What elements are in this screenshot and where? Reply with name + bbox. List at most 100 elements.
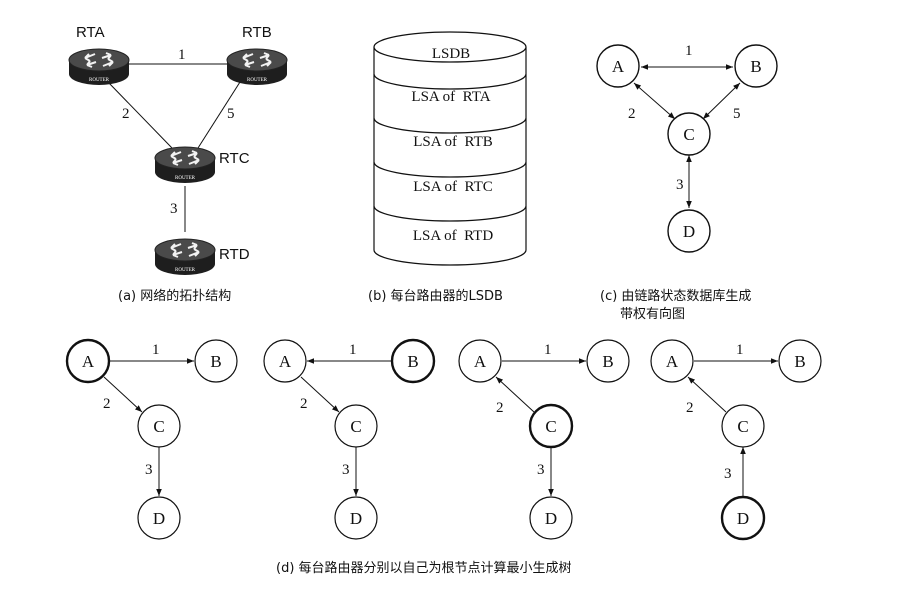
- link-cost-bc: 5: [227, 106, 235, 122]
- edge-b-c: [702, 82, 741, 120]
- tree-node-a-label: A: [82, 352, 95, 371]
- graph-node-c-label: C: [683, 125, 694, 144]
- router-badge: ROUTER: [175, 176, 196, 181]
- tree-node-b-label: B: [602, 352, 613, 371]
- tree-node-a-label: A: [474, 352, 487, 371]
- lsdb-cylinder-top: [373, 31, 527, 63]
- tree-weight-ac: 2: [686, 400, 694, 416]
- tree-node-d-label: D: [350, 509, 362, 528]
- spt-root-a: A B C D 1 2 3: [65, 338, 238, 540]
- tree-weight-ab: 1: [736, 342, 744, 358]
- router-label-rtb: RTB: [242, 24, 272, 41]
- lsa-rta: LSA of RTA: [411, 89, 490, 105]
- tree-node-b: [778, 339, 822, 383]
- tree-node-d-label: D: [545, 509, 557, 528]
- tree-node-a: [65, 338, 111, 384]
- spt-root-c: A B C D 1 2 3: [458, 339, 630, 540]
- lsdb-panel: LSDB LSA of RTA LSA of RTB LSA of RTC LS…: [368, 31, 527, 304]
- link-rta-rtc: [107, 81, 173, 149]
- caption-b: (b) 每台路由器的LSDB: [368, 288, 503, 304]
- graph-weight-bc: 5: [733, 106, 741, 122]
- tree-weight-cd: 3: [724, 466, 732, 482]
- tree-node-c: [721, 404, 765, 448]
- graph-node-d: [667, 209, 711, 253]
- tree-weight-ab: 1: [349, 342, 357, 358]
- tree-node-c: [137, 404, 181, 448]
- graph-weight-ac: 2: [628, 106, 636, 122]
- caption-d: (d) 每台路由器分别以自己为根节点计算最小生成树: [276, 560, 572, 576]
- tree-edge-ac: [300, 376, 340, 413]
- tree-weight-ab: 1: [544, 342, 552, 358]
- caption-c-line2: 带权有向图: [620, 306, 685, 322]
- lsdb-divider: [373, 205, 527, 222]
- router-badge: ROUTER: [175, 268, 196, 273]
- tree-node-c-label: C: [350, 417, 361, 436]
- tree-weight-ac: 2: [103, 396, 111, 412]
- lsa-rtd: LSA of RTD: [413, 228, 494, 244]
- tree-weight-ab: 1: [152, 342, 160, 358]
- link-cost-ac: 2: [122, 106, 130, 122]
- tree-node-d-label: D: [153, 509, 165, 528]
- tree-node-b-label: B: [210, 352, 221, 371]
- link-cost-cd: 3: [170, 201, 178, 217]
- router-badge: ROUTER: [89, 78, 110, 83]
- graph-node-b: [734, 44, 778, 88]
- tree-node-a-label: A: [666, 352, 679, 371]
- lsdb-divider: [373, 73, 527, 90]
- tree-node-d: [334, 496, 378, 540]
- tree-node-d: [137, 496, 181, 540]
- graph-node-d-label: D: [683, 222, 695, 241]
- tree-edge-ca: [687, 376, 727, 413]
- tree-node-a-label: A: [279, 352, 292, 371]
- tree-node-a: [650, 339, 694, 383]
- tree-weight-ac: 2: [300, 396, 308, 412]
- tree-node-c-label: C: [153, 417, 164, 436]
- weighted-graph-panel: A B C D 1 2 5 3 (c) 由链路状态数据库生成 带权有向图: [596, 43, 778, 322]
- graph-node-b-label: B: [750, 57, 761, 76]
- graph-node-a: [596, 44, 640, 88]
- link-cost-ab: 1: [178, 47, 186, 63]
- tree-weight-ac: 2: [496, 400, 504, 416]
- graph-node-a-label: A: [612, 57, 625, 76]
- caption-c-line1: (c) 由链路状态数据库生成: [600, 288, 751, 304]
- tree-node-a: [458, 339, 502, 383]
- tree-node-c-label: C: [737, 417, 748, 436]
- tree-edge-ca: [495, 376, 535, 413]
- tree-weight-cd: 3: [537, 462, 545, 478]
- spt-root-d: A B C D 1 2 3: [650, 339, 822, 541]
- edge-a-c: [633, 82, 676, 120]
- tree-node-d-label: D: [737, 509, 749, 528]
- router-label-rtd: RTD: [219, 246, 250, 263]
- graph-node-c: [667, 112, 711, 156]
- lsdb-title: LSDB: [432, 46, 470, 62]
- spt-root-b: A B C D 1 2 3: [263, 338, 436, 540]
- link-rtb-rtc: [197, 81, 241, 149]
- tree-node-c-label: C: [545, 417, 556, 436]
- router-badge: ROUTER: [247, 78, 268, 83]
- topology-panel: ROUTER ROUTER ROUTER ROUTER RTA RTB RTC …: [68, 24, 288, 304]
- tree-node-b-label: B: [407, 352, 418, 371]
- tree-node-b-label: B: [794, 352, 805, 371]
- router-label-rtc: RTC: [219, 150, 250, 167]
- tree-node-c: [334, 404, 378, 448]
- graph-weight-ab: 1: [685, 43, 693, 59]
- lsdb-cylinder-body: [373, 47, 527, 266]
- lsdb-divider: [373, 117, 527, 134]
- lsa-rtb: LSA of RTB: [413, 134, 493, 150]
- caption-a: (a) 网络的拓扑结构: [118, 288, 231, 304]
- tree-edge-ac: [103, 376, 143, 413]
- lsdb-divider: [373, 161, 527, 178]
- tree-node-d: [720, 495, 766, 541]
- router-label-rta: RTA: [76, 24, 105, 41]
- tree-node-a: [263, 339, 307, 383]
- tree-node-b: [194, 339, 238, 383]
- tree-node-b: [586, 339, 630, 383]
- graph-weight-cd: 3: [676, 177, 684, 193]
- tree-node-c: [528, 403, 574, 449]
- tree-weight-cd: 3: [145, 462, 153, 478]
- tree-node-d: [529, 496, 573, 540]
- tree-node-b: [390, 338, 436, 384]
- lsa-rtc: LSA of RTC: [413, 179, 493, 195]
- tree-weight-cd: 3: [342, 462, 350, 478]
